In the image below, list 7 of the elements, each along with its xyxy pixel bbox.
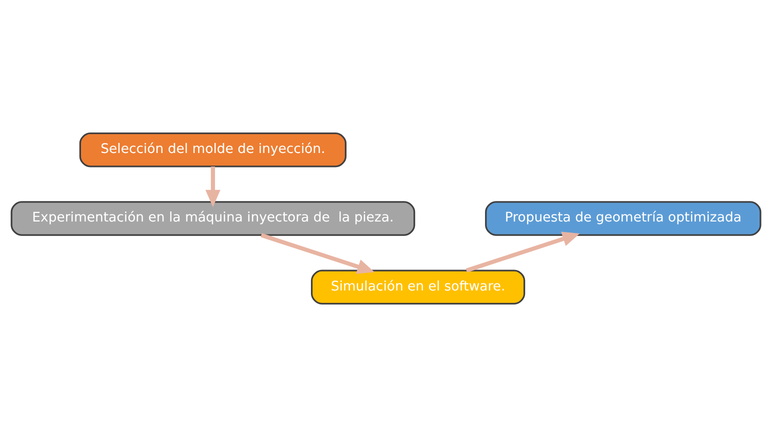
node-box: Experimentación en la máquina inyectora de la pieza. — [10, 201, 416, 236]
arrow — [205, 166, 220, 208]
arrow — [466, 232, 580, 272]
node-box: Propuesta de geometría optimizada — [485, 201, 762, 236]
node-box: Selección del molde de inyección. — [79, 132, 346, 168]
arrow — [260, 233, 375, 274]
node-box: Simulación en el software. — [310, 270, 526, 305]
